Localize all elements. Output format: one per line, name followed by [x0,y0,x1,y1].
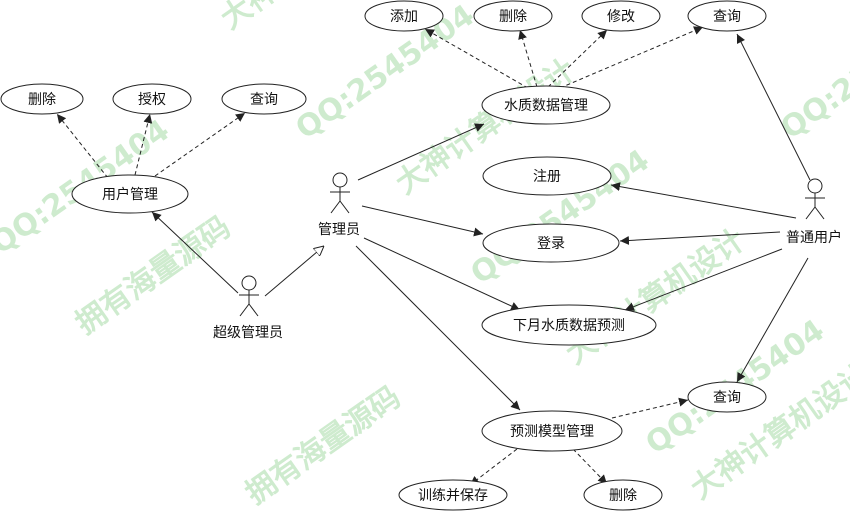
use-case-user-grant: 授权 [112,83,192,115]
use-case-user-delete: 删除 [0,83,84,115]
dependency-water-query [559,26,704,89]
use-case-label: 水质数据管理 [504,98,588,114]
use-case-model-query: 查询 [687,381,767,413]
dependency-model-query [611,397,689,419]
use-cases: 用户管理 删除 授权 查询 水质数据管理 添加 [0,0,767,511]
dependency-water-delete [518,29,538,88]
actor-normal-user: 普通用户 [786,178,842,246]
use-case-label: 添加 [390,9,418,25]
dependency-model-delete [572,448,608,485]
use-case-label: 用户管理 [102,186,158,203]
use-case-label: 删除 [499,9,527,25]
use-case-label: 登录 [537,236,565,252]
use-case-label: 注册 [533,169,561,185]
actor-label: 管理员 [318,222,360,238]
use-case-water-add: 添加 [364,0,444,32]
use-case-water-edit: 修改 [581,0,661,32]
use-case-user-management: 用户管理 [71,174,189,214]
association-admin-login [361,205,484,237]
association-admin-model-mgmt [355,245,521,411]
association-user-login [619,231,781,245]
use-case-label: 查询 [713,390,741,406]
association-admin-water-mgmt [357,123,485,181]
use-case-label: 下月水质数据预测 [513,318,625,334]
dependency-model-train [469,448,518,486]
association-super-admin-user-mgmt [151,211,239,294]
dependency-user-grant [134,113,153,176]
use-case-label: 修改 [607,9,635,25]
use-case-water-delete: 删除 [473,0,553,32]
use-case-water-query: 查询 [687,0,767,32]
actor-super-admin: 超级管理员 [213,275,283,341]
use-case-label: 授权 [138,92,166,108]
dependency-water-add [424,28,529,89]
actor-label: 超级管理员 [213,325,283,341]
association-user-register [610,182,797,219]
use-case-water-data-management: 水质数据管理 [481,85,611,125]
use-case-label: 删除 [28,92,56,108]
use-case-label: 训练并保存 [418,488,488,504]
association-user-model-query [736,257,809,383]
use-case-label: 删除 [609,488,637,504]
use-case-label: 查询 [250,92,278,108]
use-case-login: 登录 [482,223,620,263]
association-user-water-query [736,33,811,181]
actor-admin: 管理员 [318,172,360,238]
generalization-super-admin-admin [264,246,324,297]
stick-figure-icon [239,275,259,317]
use-case-model-train-save: 训练并保存 [398,479,508,511]
association-user-predict [624,248,783,311]
use-case-register: 注册 [482,156,612,196]
use-case-user-query: 查询 [221,83,307,115]
use-case-label: 查询 [713,9,741,25]
actor-label: 普通用户 [786,229,842,246]
stick-figure-icon [330,172,350,214]
stick-figure-icon [805,178,825,220]
dependency-user-query [154,112,246,177]
watermark-text: 拥有海量源码 [240,380,408,511]
watermark-text: QQ:2545404 [775,0,850,147]
connections [56,26,811,486]
use-case-model-management: 预测模型管理 [481,410,623,452]
actors: 超级管理员 管理员 [213,172,842,341]
association-admin-predict [363,237,521,311]
use-case-model-delete: 删除 [583,479,663,511]
use-case-predict-next-month: 下月水质数据预测 [481,304,657,346]
watermark-text: 拥有海量源码 [70,210,238,342]
use-case-label: 预测模型管理 [510,424,594,440]
